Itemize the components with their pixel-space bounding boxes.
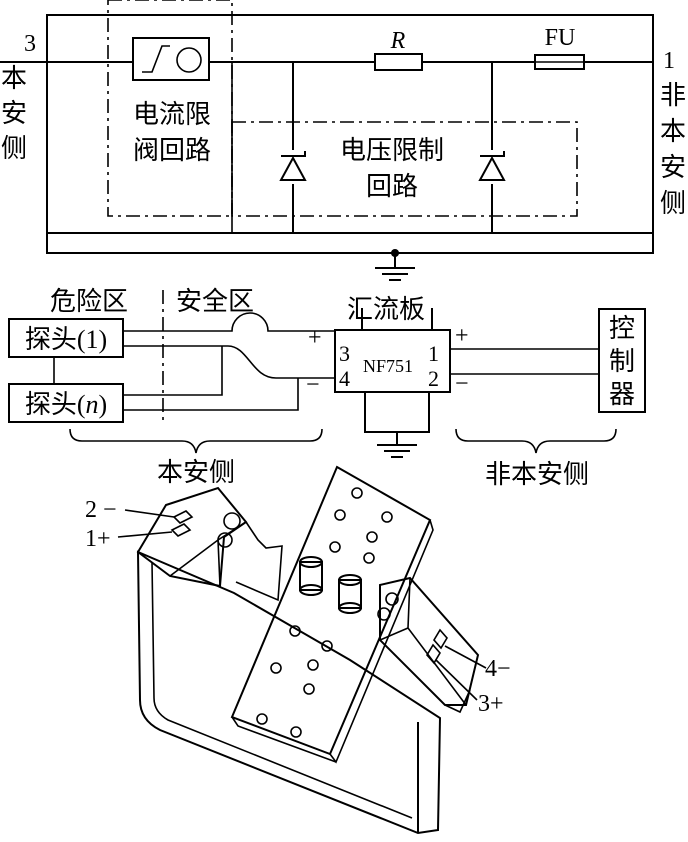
pin-4: 4 — [339, 366, 350, 391]
top-circuit: 电流限 阀回路 电压限制 回路 R FU 3 本 安 侧 1 非 本 — [0, 0, 686, 281]
brace-left — [69, 428, 323, 454]
ground-symbol-top — [375, 267, 415, 281]
side-left-2: 安 — [1, 99, 27, 128]
outer-frame — [46, 14, 654, 254]
terminal-screw-4 — [433, 628, 448, 650]
resistor-label: R — [390, 28, 406, 54]
zener-diode-2 — [478, 150, 506, 184]
right-screw-b — [377, 607, 391, 621]
side-left-1: 本 — [1, 64, 27, 93]
side-right-1: 非 — [660, 81, 686, 110]
left-terminal-block — [136, 486, 248, 588]
voltage-limit-label-2: 回路 — [366, 172, 418, 201]
left-screw-b — [217, 532, 233, 548]
probe-1-box — [8, 318, 124, 358]
brace-right — [455, 428, 617, 454]
danger-zone-label: 危险区 — [50, 287, 128, 316]
terminal-label-1: 1+ — [85, 526, 111, 552]
limit-curve — [142, 45, 170, 73]
terminal-label-3: 3+ — [478, 691, 504, 717]
current-limit-box — [107, 0, 233, 217]
plate-holes — [256, 487, 393, 738]
limit-circle — [176, 47, 202, 73]
plus-right: + — [455, 323, 469, 349]
housing-body — [136, 550, 442, 835]
wire-probe1-minus — [123, 345, 335, 379]
resistor — [374, 53, 423, 71]
housing-inner-edge — [151, 561, 413, 819]
intrinsic-side-label: 本安侧 — [157, 458, 235, 487]
controller-label-1: 控 — [609, 314, 635, 343]
terminal-screw-2 — [172, 510, 194, 524]
current-limit-label-2: 阀回路 — [133, 136, 211, 165]
module-model: NF751 — [363, 356, 413, 376]
barrier-device-drawing: 2 − 1+ — [85, 465, 511, 835]
left-screw-a — [223, 512, 241, 530]
safe-zone-label: 安全区 — [176, 287, 254, 316]
current-limit-symbol — [132, 37, 210, 81]
minus-left: − — [306, 372, 320, 398]
terminal-screw-3 — [426, 643, 441, 665]
side-right-3: 安 — [660, 153, 686, 182]
terminal-1: 1 — [663, 48, 675, 74]
pin-1: 1 — [428, 341, 439, 366]
plus-left: + — [308, 325, 322, 351]
terminal-label-4: 4− — [485, 656, 511, 682]
controller-box — [598, 308, 646, 413]
wire-probeN-plus — [123, 346, 223, 396]
wiring-diagram: 危险区 安全区 探头(1) 探头(n) + − 汇流板 3 4 NF751 1 … — [8, 287, 646, 489]
minus-right: − — [455, 371, 469, 397]
mounting-plate — [230, 465, 432, 756]
mounting-post-1 — [299, 556, 323, 596]
voltage-limit-box — [231, 121, 578, 217]
terminal-label-2: 2 − — [85, 497, 117, 523]
ground-symbol-bottom — [377, 444, 417, 458]
terminal-3: 3 — [24, 31, 36, 57]
current-limit-label-1: 电流限 — [133, 100, 211, 129]
probe-n-label: 探头(n) — [25, 390, 107, 419]
controller-label-2: 制 — [609, 347, 635, 376]
side-left-3: 侧 — [1, 134, 27, 163]
mounting-post-2 — [338, 574, 362, 614]
pin-3: 3 — [339, 341, 350, 366]
terminal-screw-1 — [170, 523, 192, 537]
probe-n-box — [8, 383, 124, 423]
pin-2: 2 — [428, 366, 439, 391]
side-right-2: 本 — [660, 117, 686, 146]
probe-1-label: 探头(1) — [25, 325, 107, 354]
zener-diode-1 — [279, 150, 307, 184]
busbar-label: 汇流板 — [347, 295, 425, 324]
right-screw-a — [385, 592, 399, 606]
module-base — [364, 391, 430, 433]
wire-probeN-minus — [123, 378, 299, 411]
wire-probe1-plus — [123, 312, 335, 332]
non-intrinsic-side-label: 非本安侧 — [485, 460, 589, 489]
voltage-limit-label-1: 电压限制 — [340, 136, 444, 165]
side-right-4: 侧 — [660, 189, 686, 218]
fuse-label: FU — [545, 25, 576, 51]
controller-label-3: 器 — [609, 380, 635, 409]
